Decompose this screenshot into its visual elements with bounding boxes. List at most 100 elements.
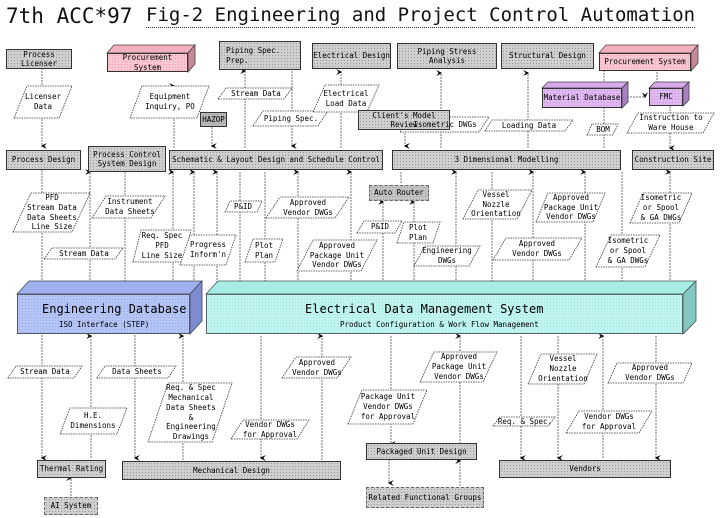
vendor-dwgs-approval-1-label: Vendor DWGs for Approval <box>242 419 298 439</box>
data-shape <box>13 85 73 119</box>
isometric-spool-1-label: Isometric or Spool & GA DWGs <box>607 236 649 265</box>
data-shape <box>527 353 598 385</box>
clients-model-review-box[interactable]: Client's Model Review <box>358 110 450 130</box>
auto-router-box[interactable]: Auto Router <box>369 185 429 201</box>
data-shape <box>224 200 263 213</box>
process-control-system-design-box[interactable]: Process Control System Design <box>88 146 166 172</box>
data-shape <box>419 351 498 383</box>
material-database-box[interactable]: Material Database <box>542 88 622 108</box>
pkg-unit-vendor-approval-label: Package Unit Vendor DWGs for Approval <box>360 392 416 421</box>
data-shape <box>356 220 403 234</box>
edms-subtitle: Product Configuration & Work Flow Manage… <box>340 320 539 329</box>
process-licenser-box[interactable]: Process Licenser <box>6 49 72 69</box>
progress-inform-label: Progress Inform'n <box>189 240 227 259</box>
data-shape <box>413 245 481 267</box>
data-shape <box>565 410 653 434</box>
data-shape <box>129 85 210 119</box>
ai-system-box[interactable]: AI System <box>44 497 98 515</box>
req-spec-mech-label: Req. & Spec Mechanical Data Sheets & Eng… <box>166 383 216 441</box>
approved-pkg-unit-3-label: Approved Package Unit Vendor DWGs <box>431 352 487 381</box>
procurement-left-top <box>106 44 196 54</box>
piping-spec-label: Piping Spec. <box>263 113 319 123</box>
isometric-dwgs-label: Isometric DWGs <box>413 119 477 129</box>
data-shape <box>347 389 428 425</box>
he-dimensions-label: H.E. Dimensions <box>70 411 116 430</box>
packaged-unit-design-box[interactable]: Packaged Unit Design <box>366 443 477 460</box>
data-shape <box>230 419 310 440</box>
data-shape <box>7 365 83 379</box>
data-sheets-bottom-label: Data Sheets <box>112 367 162 377</box>
procurement-right-top <box>598 44 699 54</box>
data-shape <box>12 192 91 233</box>
vendor-dwgs-approval-2-label: Vendor DWGs for Approval <box>581 412 637 431</box>
data-shape <box>217 87 293 100</box>
data-shape <box>484 119 574 132</box>
electrical-design-box[interactable]: Electrical Design <box>312 43 391 69</box>
data-shape <box>91 195 166 219</box>
vessel-nozzle-bottom-label: Vessel Nozzle Orientation <box>538 354 588 383</box>
instrument-data-sheets-label: Instrument Data Sheets <box>105 197 155 216</box>
data-shape <box>96 365 177 379</box>
approved-vendor-dwgs-4-label: Approved Vendor DWGs <box>625 363 675 382</box>
licenser-data-label: Licenser Data <box>24 92 62 111</box>
approved-vendor-dwgs-1-label: Approved Vendor DWGs <box>283 197 333 217</box>
fmc-box[interactable]: FMC <box>649 88 683 106</box>
conference-label: 7th ACC*97 <box>6 4 133 28</box>
bom-label: BOM <box>596 124 610 134</box>
data-shape <box>179 234 237 266</box>
structural-design-box[interactable]: Structural Design <box>501 43 594 69</box>
engineering-database-subtitle: ISO Interface (STEP) <box>59 320 150 329</box>
data-shape <box>462 189 533 220</box>
data-shape <box>296 239 378 272</box>
data-shape <box>626 112 715 134</box>
electrical-load-data-label: Electrical Load Data <box>323 88 369 108</box>
data-shape <box>629 192 693 224</box>
edms-title: Electrical Data Management System <box>305 302 544 316</box>
mechanical-design-box[interactable]: Mechanical Design <box>122 461 341 480</box>
stream-data-top-label: Stream Data <box>231 88 281 98</box>
engineering-database-box[interactable]: Engineering Database ISO Interface (STEP… <box>17 294 190 334</box>
thermal-rating-box[interactable]: Thermal Rating <box>37 460 106 478</box>
construction-site-box[interactable]: Construction Site <box>632 150 714 170</box>
data-shape <box>265 196 350 219</box>
pid-left-label: P&ID <box>233 201 253 211</box>
procurement-system-right-box[interactable]: Procurement System <box>599 53 691 71</box>
related-functional-groups-box[interactable]: Related Functional Groups <box>366 487 484 508</box>
schematic-layout-design-box[interactable]: Schematic & Layout Design and Schedule C… <box>169 150 383 170</box>
data-shape <box>132 229 192 263</box>
vessel-nozzle-top-label: Vessel Nozzle Orientation <box>471 189 521 219</box>
data-shape <box>59 407 128 435</box>
three-d-modelling-box[interactable]: 3 Dimensional Modelling <box>392 150 621 170</box>
engineering-db-top <box>16 280 203 295</box>
instruction-warehouse-label: Instruction to Ware House <box>639 113 703 132</box>
procurement-left-side <box>187 43 196 74</box>
procurement-right-side <box>690 43 699 73</box>
fmc-side <box>682 81 690 107</box>
data-shape <box>492 416 556 427</box>
edms-side <box>682 280 697 335</box>
procurement-system-left-box[interactable]: Procurement System <box>107 53 188 72</box>
piping-stress-analysis-box[interactable]: Piping Stress Analysis <box>397 43 497 69</box>
vendors-box[interactable]: Vendors <box>499 460 671 478</box>
equipment-inquiry-label: Equipment Inquiry, PO <box>145 92 195 111</box>
stream-data-mid-label: Stream Data <box>59 248 109 258</box>
data-shape <box>396 221 441 244</box>
data-shape <box>535 192 606 223</box>
approved-vendor-dwgs-3-label: Approved Vendor DWGs <box>292 357 342 377</box>
edms-box[interactable]: Electrical Data Management System Produc… <box>206 294 683 334</box>
figure-title: Fig-2 Engineering and Project Control Au… <box>146 4 696 28</box>
pfd-stream-label: PFD Stream Data Data Sheets Line Size <box>27 193 77 232</box>
isometric-spool-2-label: Isometric or Spool & GA DWGs <box>640 193 682 222</box>
process-design-box[interactable]: Process Design <box>6 150 81 170</box>
data-shape <box>312 84 380 113</box>
hazop-box[interactable]: HAZOP <box>200 112 227 127</box>
material-db-side <box>621 81 629 109</box>
approved-pkg-unit-2-label: Approved Package Unit Vendor DWGs <box>543 192 599 222</box>
plot-plan-left-label: Plot Plan <box>254 240 274 260</box>
data-shape <box>607 362 693 384</box>
data-shape <box>43 247 124 260</box>
piping-spec-prep-box[interactable]: Piping Spec. Prep. <box>219 41 301 70</box>
edms-top <box>205 280 697 295</box>
